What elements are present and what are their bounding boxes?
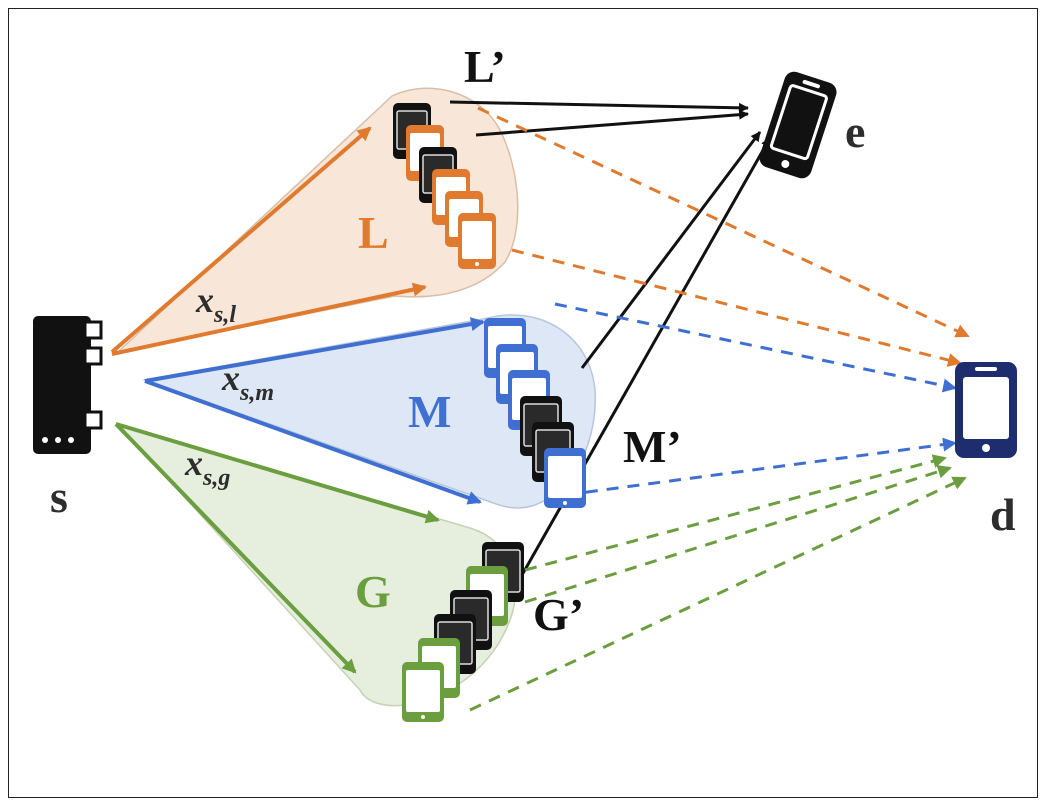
destination-phone-icon	[955, 362, 1017, 458]
dashed-m-to-d-bottom	[564, 437, 957, 497]
arrow-m-to-e	[580, 131, 762, 369]
dashed-m-to-d-top	[554, 302, 957, 393]
destination-label: d	[990, 489, 1016, 540]
edge-label-s-l: xs,l	[195, 280, 236, 328]
arrow-s-to-g-lower	[114, 422, 357, 674]
arrow-s-to-m-upper	[144, 317, 485, 383]
cluster-l-label: L	[358, 207, 389, 258]
arrow-s-to-g-upper	[115, 422, 440, 524]
cluster-l-phones	[393, 103, 496, 269]
eavesdropper-label: e	[845, 106, 865, 157]
edge-label-s-g: xs,g	[184, 443, 230, 491]
cluster-m-label: M	[408, 386, 451, 437]
arrow-s-to-m-lower	[144, 379, 482, 505]
relay-m-prime-label: M’	[623, 421, 682, 472]
dashed-l-to-d	[511, 248, 962, 367]
edge-label-s-m: xs,m	[221, 358, 274, 406]
eavesdropper-phone-icon	[759, 71, 837, 179]
server-icon	[33, 316, 103, 454]
smartphone-icon	[544, 448, 586, 508]
dashed-l-to-d-top	[477, 106, 970, 338]
arrow-l-to-e-lower	[475, 109, 749, 137]
dashed-g-to-d-mid	[524, 464, 952, 604]
source-label: s	[50, 471, 68, 522]
relay-g-prime-label: G’	[533, 589, 584, 640]
arrow-s-to-l-upper	[110, 126, 372, 354]
arrow-l-to-e-upper	[449, 100, 749, 113]
dashed-g-to-d-bottom	[469, 476, 967, 712]
figure-frame	[8, 8, 1038, 798]
cluster-m-phones	[484, 318, 586, 508]
smartphone-icon	[402, 662, 444, 722]
dashed-g-to-d-top	[524, 454, 947, 572]
cluster-g-label: G	[355, 566, 391, 617]
relay-l-prime-label: L’	[464, 41, 506, 92]
arrow-s-to-l-lower	[111, 282, 427, 356]
cluster-g-phones	[402, 542, 524, 722]
smartphone-icon	[458, 213, 496, 269]
